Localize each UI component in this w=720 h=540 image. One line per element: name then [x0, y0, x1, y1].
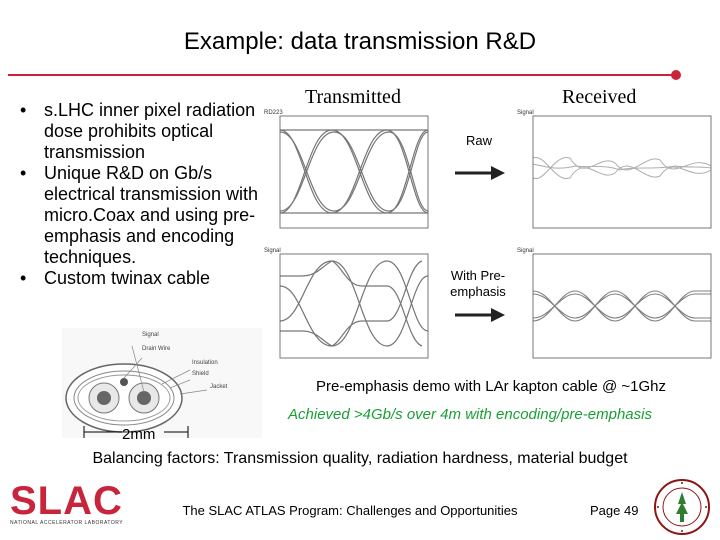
bullet-list: s.LHC inner pixel radiation dose prohibi… [20, 100, 270, 289]
footer-presentation-title: The SLAC ATLAS Program: Challenges and O… [182, 503, 518, 518]
cable-label-drain: Drain Wire [142, 346, 171, 352]
transmitted-raw-eye-plot: RD223 [264, 110, 429, 229]
cable-dimension: 2mm [122, 426, 156, 443]
svg-text:RD223: RD223 [264, 110, 283, 116]
raw-label: Raw [465, 133, 492, 148]
received-header: Received [562, 86, 637, 108]
preemphasis-label: With Pre-emphasis [450, 268, 506, 299]
slac-logo-subtext: NATIONAL ACCELERATOR LABORATORY [10, 520, 124, 526]
svg-text:Signal: Signal [264, 248, 281, 254]
twinax-cable-diagram: Signal Drain Wire Insulation Shield Jack… [62, 328, 262, 438]
slide-title: Example: data transmission R&D [183, 28, 537, 55]
achieved-caption: Achieved >4Gb/s over 4m with encoding/pr… [288, 406, 652, 423]
cable-label-jacket: Jacket [210, 384, 228, 390]
received-raw-eye-plot: Signal [517, 110, 712, 229]
slac-logo-text: SLAC [10, 479, 123, 523]
svg-text:Signal: Signal [517, 110, 534, 116]
title-rule [8, 74, 676, 76]
demo-caption: Pre-emphasis demo with LAr kapton cable … [316, 378, 666, 395]
bullet-item: Unique R&D on Gb/s electrical transmissi… [20, 163, 270, 268]
bullet-item: s.LHC inner pixel radiation dose prohibi… [20, 100, 270, 163]
svg-text:Signal: Signal [517, 248, 534, 254]
received-preemphasis-eye-plot: Signal [517, 248, 712, 359]
stanford-seal-icon [654, 479, 710, 535]
balancing-factors: Balancing factors: Transmission quality,… [92, 450, 628, 467]
slac-logo: SLAC NATIONAL ACCELERATOR LABORATORY [10, 479, 124, 526]
right-arrow-icon [455, 166, 505, 180]
cable-label-signal: Signal [142, 332, 159, 338]
right-arrow-icon [455, 308, 505, 322]
cable-label-shield: Shield [192, 371, 209, 377]
cable-label-insulation: Insulation [192, 360, 218, 366]
transmitted-preemphasis-eye-plot: Signal [264, 248, 429, 359]
title-rule-dot [671, 70, 681, 80]
page-number: Page 49 [590, 503, 639, 518]
transmitted-header: Transmitted [305, 86, 401, 108]
bullet-item: Custom twinax cable [20, 268, 270, 289]
